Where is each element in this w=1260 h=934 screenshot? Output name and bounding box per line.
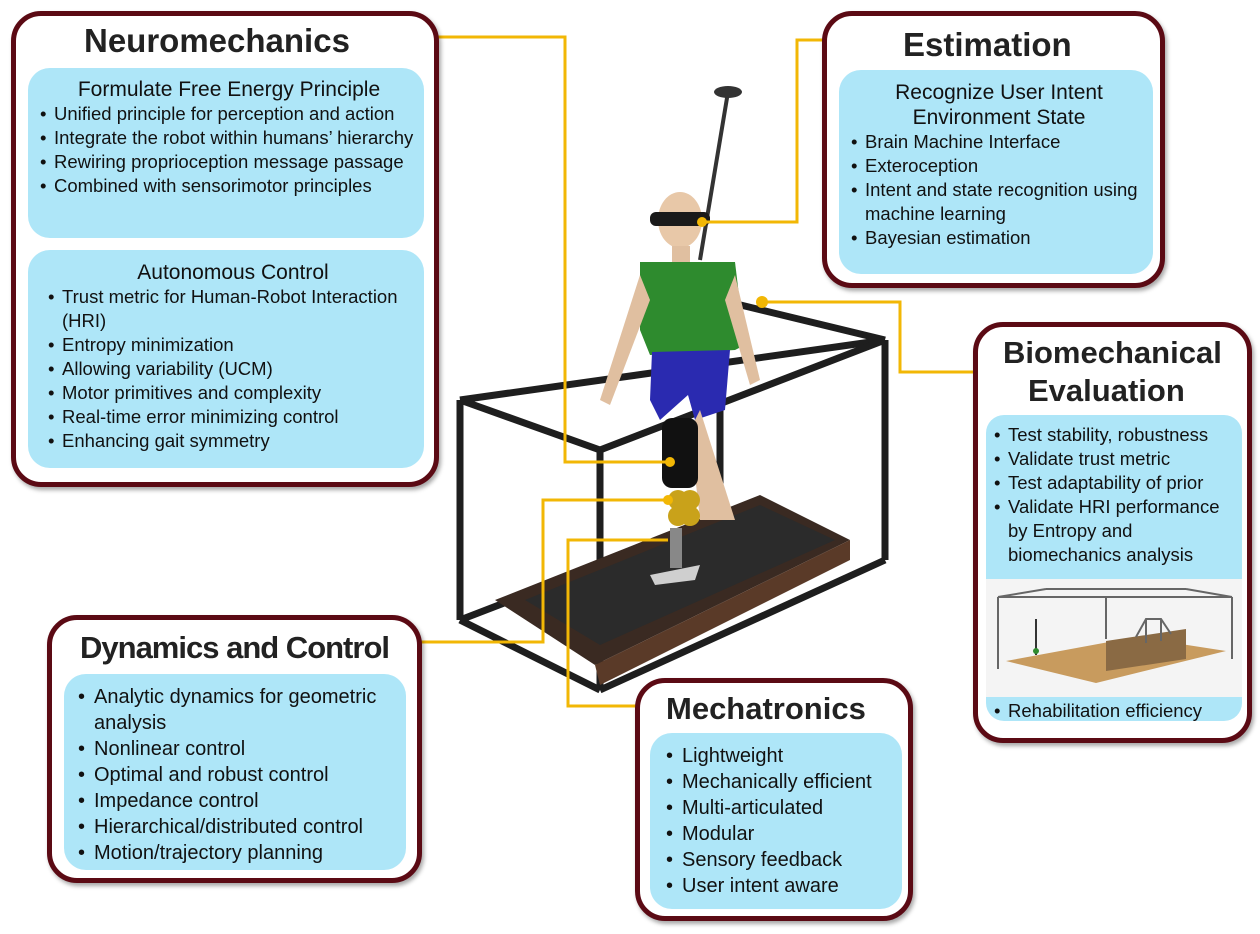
- list-item: Exteroception: [851, 154, 1147, 178]
- biomechanical-box: Test stability, robustness Validate trus…: [986, 415, 1242, 723]
- list-item: Test stability, robustness: [994, 423, 1238, 447]
- estimation-panel: Estimation Recognize User Intent Environ…: [822, 11, 1165, 288]
- biomechanical-title-line1: Biomechanical: [1003, 335, 1222, 370]
- free-energy-box: Formulate Free Energy Principle Unified …: [28, 68, 424, 238]
- shorts: [650, 350, 730, 420]
- list-item: Motor primitives and complexity: [48, 381, 418, 405]
- mechatronics-panel: Mechatronics Lightweight Mechanically ef…: [635, 678, 913, 921]
- list-item: Validate trust metric: [994, 447, 1238, 471]
- list-item: User intent aware: [666, 873, 898, 899]
- list-item: Entropy minimization: [48, 333, 418, 357]
- free-energy-heading: Formulate Free Energy Principle: [77, 78, 381, 101]
- list-item: Combined with sensorimotor principles: [40, 174, 418, 198]
- list-item: Sensory feedback: [666, 847, 898, 873]
- prosthetic-socket: [662, 418, 698, 488]
- treadmill-side-rail: [595, 540, 850, 685]
- autonomous-control-heading: Autonomous Control: [137, 261, 329, 284]
- prosthetic-pylon: [670, 528, 682, 568]
- list-item: Brain Machine Interface: [851, 130, 1147, 154]
- estimation-heading-line1: Recognize User Intent: [895, 81, 1103, 104]
- estimation-heading-line2: Environment State: [912, 106, 1086, 129]
- autonomous-control-list: Trust metric for Human-Robot Interaction…: [48, 285, 418, 453]
- list-item: Optimal and robust control: [78, 762, 400, 788]
- list-item: Real-time error minimizing control: [48, 405, 418, 429]
- list-item: Impedance control: [78, 788, 400, 814]
- list-item: Validate HRI performance by Entropy and …: [994, 495, 1238, 567]
- list-item: Rehabilitation efficiency: [994, 699, 1202, 723]
- list-item: Integrate the robot within humans’ hiera…: [40, 126, 418, 150]
- biomechanical-list: Test stability, robustness Validate trus…: [994, 423, 1238, 567]
- prosthetic-foot: [650, 565, 700, 585]
- bmi-headset: [650, 212, 710, 226]
- list-item: Intent and state recognition using machi…: [851, 178, 1147, 226]
- list-item: Rewiring proprioception message passage: [40, 150, 418, 174]
- human-figure: [600, 192, 760, 585]
- list-item: Motion/trajectory planning: [78, 840, 400, 866]
- list-item: Allowing variability (UCM): [48, 357, 418, 381]
- mechatronics-title: Mechatronics: [666, 691, 866, 726]
- list-item: Hierarchical/distributed control: [78, 814, 400, 840]
- list-item: Multi-articulated: [666, 795, 898, 821]
- list-item: Mechanically efficient: [666, 769, 898, 795]
- list-item: Enhancing gait symmetry: [48, 429, 418, 453]
- neuromechanics-title: Neuromechanics: [84, 22, 350, 59]
- biomechanical-title-line2: Evaluation: [1028, 373, 1185, 408]
- rehabilitation-list: Rehabilitation efficiency: [994, 699, 1202, 723]
- list-item: Trust metric for Human-Robot Interaction…: [48, 285, 418, 333]
- list-item: Modular: [666, 821, 898, 847]
- mechatronics-list: Lightweight Mechanically efficient Multi…: [666, 743, 898, 899]
- list-item: Analytic dynamics for geometric analysis: [78, 684, 400, 736]
- list-item: Unified principle for perception and act…: [40, 102, 418, 126]
- neuromechanics-panel: Neuromechanics Formulate Free Energy Pri…: [11, 11, 439, 487]
- estimation-title: Estimation: [903, 26, 1072, 63]
- mechatronics-box: Lightweight Mechanically efficient Multi…: [650, 733, 902, 909]
- motion-lab-image: [986, 579, 1242, 697]
- dynamics-title: Dynamics and Control: [80, 630, 390, 665]
- autonomous-control-box: Autonomous Control Trust metric for Huma…: [28, 250, 424, 468]
- estimation-box: Recognize User Intent Environment State …: [839, 70, 1153, 274]
- list-item: Lightweight: [666, 743, 898, 769]
- free-energy-list: Unified principle for perception and act…: [40, 102, 418, 198]
- estimation-list: Brain Machine Interface Exteroception In…: [851, 130, 1147, 250]
- tether-pole: [698, 91, 730, 261]
- dynamics-box: Analytic dynamics for geometric analysis…: [64, 674, 406, 870]
- biomechanical-panel: Biomechanical Evaluation Test stability,…: [973, 322, 1252, 743]
- list-item: Bayesian estimation: [851, 226, 1147, 250]
- list-item: Test adaptability of prior: [994, 471, 1238, 495]
- shirt: [640, 262, 745, 355]
- list-item: Nonlinear control: [78, 736, 400, 762]
- tether-mount: [714, 86, 742, 98]
- dynamics-panel: Dynamics and Control Analytic dynamics f…: [47, 615, 422, 883]
- dynamics-list: Analytic dynamics for geometric analysis…: [78, 684, 400, 866]
